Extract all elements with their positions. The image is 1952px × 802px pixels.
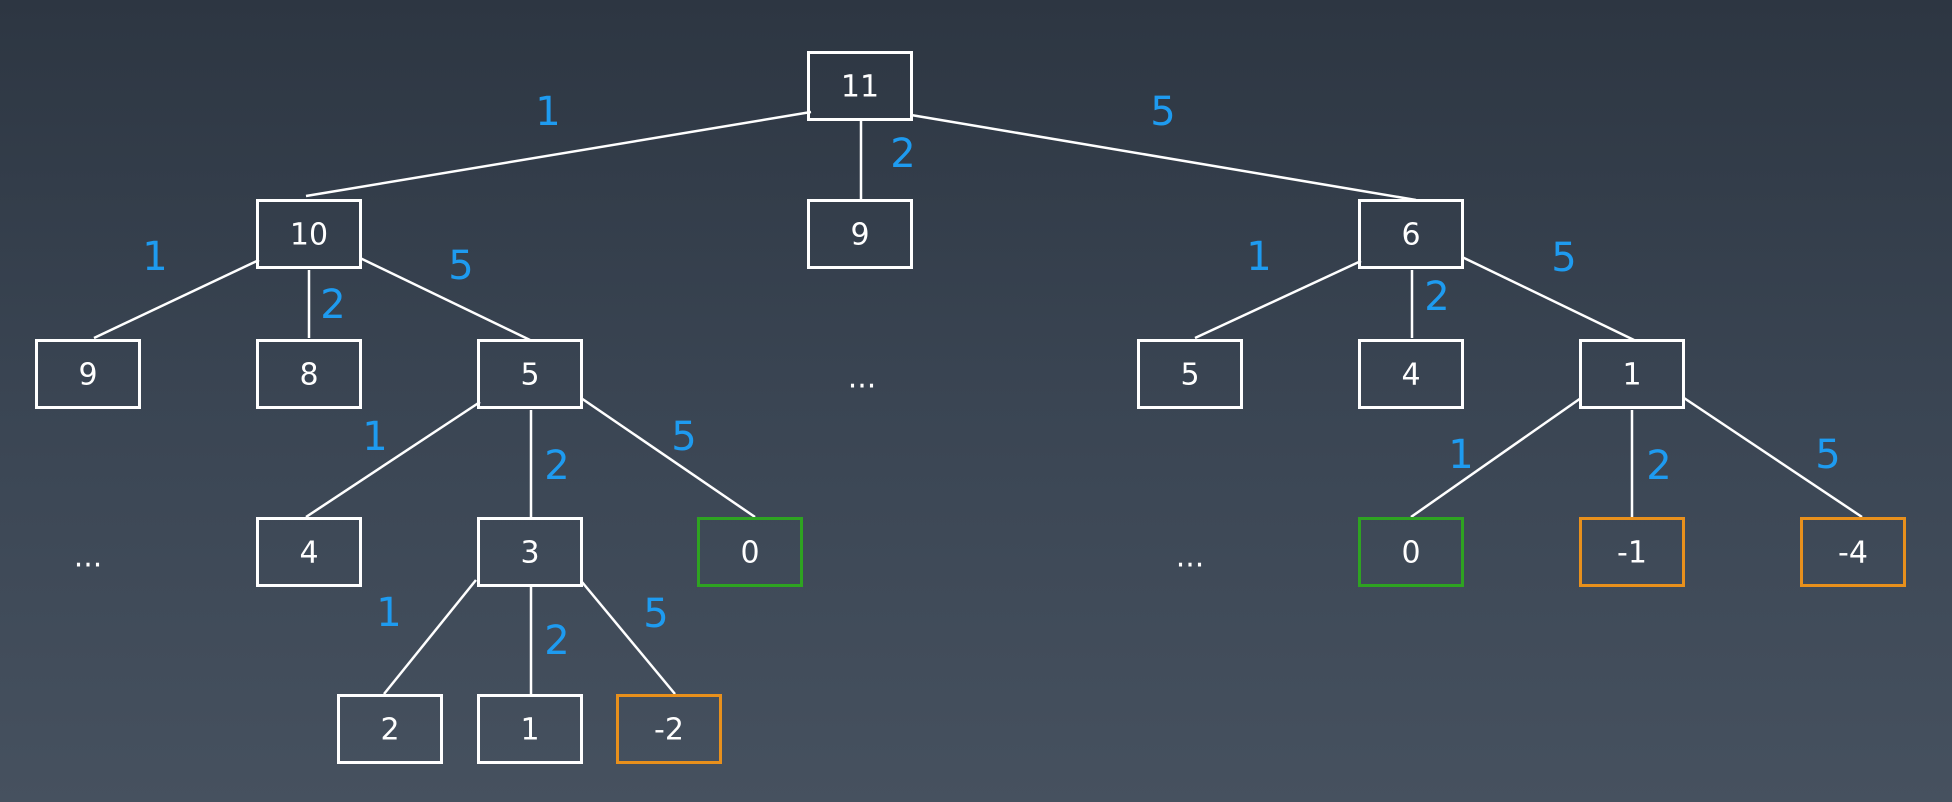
- edge-n10-n5: [359, 256, 531, 342]
- node-value: 1: [1622, 358, 1641, 393]
- node-box: [1358, 339, 1464, 409]
- edge-label: 2: [1424, 274, 1449, 320]
- tree-node-n4r: 4: [1358, 339, 1464, 409]
- edge-label: 5: [643, 591, 668, 637]
- tree-node-n11: 11: [807, 51, 913, 121]
- node-value: 5: [520, 358, 539, 393]
- edge-n11-n6: [910, 113, 1417, 202]
- node-box: [1358, 517, 1464, 587]
- edge-label: 5: [1150, 89, 1175, 135]
- node-box: [477, 517, 583, 587]
- node-value: 10: [290, 218, 328, 253]
- edge-label: 2: [544, 618, 569, 664]
- edge-label: 1: [362, 414, 387, 460]
- tree-node-n9: 9: [35, 339, 141, 409]
- edge-label: 5: [671, 414, 696, 460]
- node-value: -4: [1838, 536, 1868, 571]
- edge-n11-n10: [305, 110, 812, 198]
- edge-n6-n5r: [1194, 259, 1362, 340]
- node-value: 11: [841, 70, 879, 105]
- node-box: [1137, 339, 1243, 409]
- edge-label: 1: [142, 234, 167, 280]
- node-value: 3: [520, 536, 539, 571]
- edge-n3-nm2: [581, 581, 676, 695]
- edge-label: 5: [448, 243, 473, 289]
- edge-label: 5: [1815, 432, 1840, 478]
- node-value: 2: [380, 713, 399, 748]
- tree-node-n0r: 0: [1358, 517, 1464, 587]
- tree-node-n2: 2: [337, 694, 443, 764]
- edge-n6-n1r: [1461, 255, 1635, 342]
- node-value: 4: [1401, 358, 1420, 393]
- edge-label: 5: [1551, 235, 1576, 281]
- tree-node-nm2: -2: [616, 694, 722, 764]
- tree-node-n5: 5: [477, 339, 583, 409]
- node-box: [1579, 339, 1685, 409]
- node-box: [256, 199, 362, 269]
- node-value: 4: [299, 536, 318, 571]
- node-value: -2: [654, 713, 684, 748]
- tree-node-n0: 0: [697, 517, 803, 587]
- edge-n3-n2: [383, 579, 477, 695]
- edge-label: 2: [544, 443, 569, 489]
- node-box: [1800, 517, 1906, 587]
- node-box: [477, 694, 583, 764]
- tree-node-n6: 6: [1358, 199, 1464, 269]
- tree-node-n8: 8: [256, 339, 362, 409]
- node-box: [807, 51, 913, 121]
- edge-label: 1: [1246, 234, 1271, 280]
- edges-layer: 1 2 5 1 2 5 1 2 5 1 2 5 1 2 5 1 2 5: [93, 89, 1863, 695]
- ellipsis-more-branches: ...: [74, 540, 103, 575]
- tree-node-n5r: 5: [1137, 339, 1243, 409]
- node-box: [616, 694, 722, 764]
- edge-label: 1: [376, 590, 401, 636]
- node-value: 1: [520, 713, 539, 748]
- node-box: [256, 339, 362, 409]
- node-value: 9: [78, 358, 97, 393]
- edge-n1r-nm4: [1683, 396, 1863, 519]
- ellipsis-more-branches: ...: [1176, 540, 1205, 575]
- node-box: [697, 517, 803, 587]
- edge-n1r-n0r: [1410, 396, 1582, 519]
- node-value: 6: [1401, 218, 1420, 253]
- node-value: 5: [1180, 358, 1199, 393]
- node-box: [256, 517, 362, 587]
- tree-node-n3: 3: [477, 517, 583, 587]
- node-box: [35, 339, 141, 409]
- tree-node-n4: 4: [256, 517, 362, 587]
- tree-node-n9top: 9: [807, 199, 913, 269]
- edge-n5-n4: [305, 400, 481, 519]
- edge-label: 2: [320, 282, 345, 328]
- edge-n10-n9: [93, 258, 260, 340]
- node-value: 0: [1401, 536, 1420, 571]
- tree-node-nm1: -1: [1579, 517, 1685, 587]
- node-value: 0: [740, 536, 759, 571]
- node-value: 9: [850, 218, 869, 253]
- edge-n5-n0: [580, 396, 756, 519]
- node-value: 8: [299, 358, 318, 393]
- edge-label: 1: [1448, 432, 1473, 478]
- node-box: [807, 199, 913, 269]
- ellipsis-more-branches: ...: [848, 361, 877, 396]
- edge-label: 2: [1646, 443, 1671, 489]
- tree-node-n10: 10: [256, 199, 362, 269]
- edge-label: 2: [890, 131, 915, 177]
- edge-label: 1: [535, 89, 560, 135]
- tree-node-nm4: -4: [1800, 517, 1906, 587]
- node-value: -1: [1617, 536, 1647, 571]
- tree-node-n1: 1: [477, 694, 583, 764]
- node-box: [477, 339, 583, 409]
- node-box: [337, 694, 443, 764]
- tree-node-n1r: 1: [1579, 339, 1685, 409]
- node-box: [1358, 199, 1464, 269]
- node-box: [1579, 517, 1685, 587]
